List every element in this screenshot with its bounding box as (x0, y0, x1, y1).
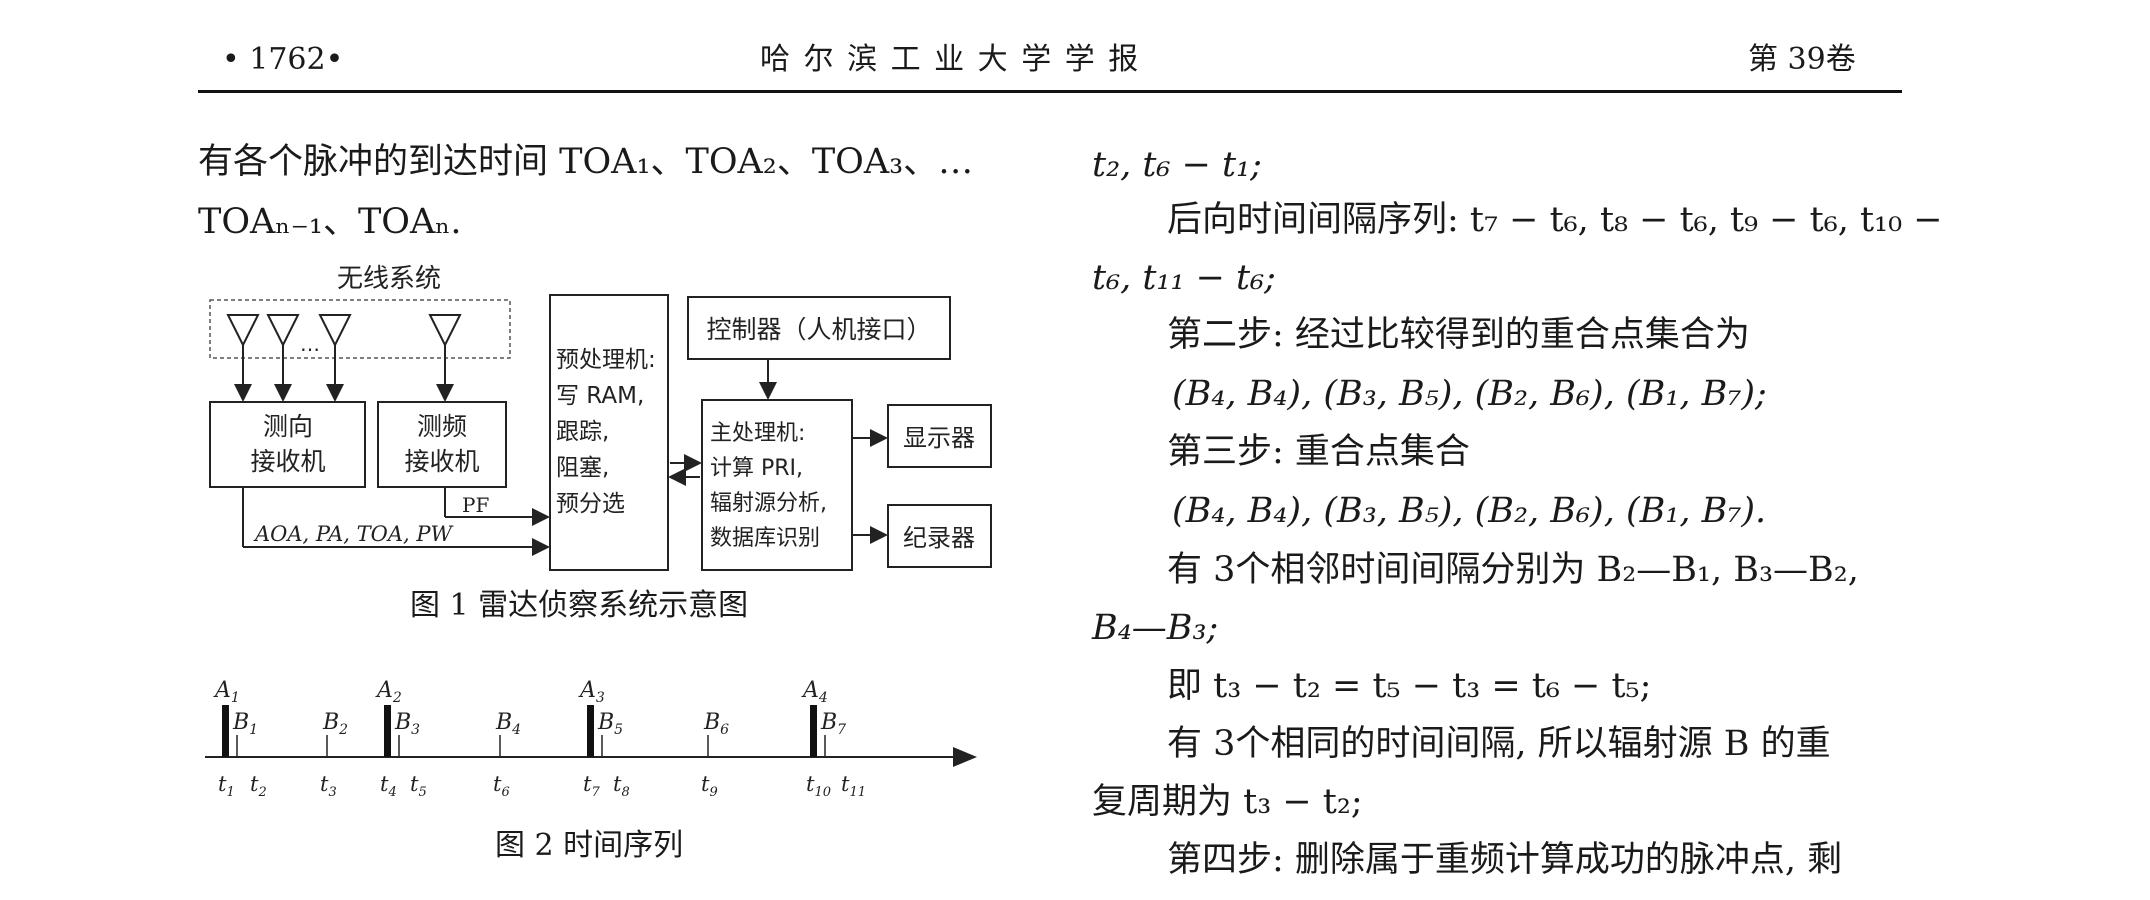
time-tick-label: t8 (613, 772, 630, 800)
main-processor-box (701, 399, 853, 571)
df-receiver-label-1: 测向 (263, 412, 313, 441)
pulse-a-mark (810, 705, 817, 757)
wireless-system-box (209, 299, 511, 359)
volume-label: 第 39卷 (1748, 42, 1856, 77)
controller-label: 控制器（人机接口） (706, 315, 931, 344)
pulse-a-mark (222, 705, 229, 757)
wireless-system-label: 无线系统 (337, 264, 441, 294)
left-text-line-2: TOAₙ₋₁、TOAₙ. (198, 202, 462, 242)
df-receiver-label-2: 接收机 (250, 447, 325, 476)
time-tick-label: t7 (583, 772, 600, 800)
right-text-line-2: 后向时间间隔序列: t₇ − t₆, t₈ − t₆, t₉ − t₆, t₁₀… (1167, 200, 1943, 240)
time-tick-label: t9 (701, 772, 718, 800)
time-tick-label: t4 (380, 772, 397, 800)
figure-1-diagram: 无线系统 … 测向 接收机 测频 接收机 PF AOA, PA, TOA, PW… (209, 264, 992, 571)
pulse-b-label: B5 (597, 710, 623, 738)
header-rule (198, 90, 1902, 93)
time-tick-label: t1 (218, 772, 235, 800)
journal-title: 哈 尔 滨 工 业 大 学 学 报 (760, 42, 1141, 77)
freq-receiver-label-2: 接收机 (404, 447, 479, 476)
time-tick-label: t3 (320, 772, 337, 800)
pulse-b-label: B7 (820, 710, 846, 738)
pulse-b-label: B6 (703, 710, 729, 738)
preprocessor-line-3: 跟踪, (556, 419, 609, 445)
pulse-b-label: B3 (394, 710, 420, 738)
time-tick-label: t2 (250, 772, 267, 800)
pulse-a-label: A4 (801, 678, 828, 706)
display-box (887, 404, 992, 468)
main-processor-line-4: 数据库识别 (710, 526, 820, 551)
preprocessor-line-1: 预处理机: (556, 347, 656, 373)
display-label: 显示器 (903, 424, 975, 452)
pulse-a-label: A3 (578, 678, 605, 706)
df-receiver-box (209, 401, 366, 488)
right-text-line-1: t₂, t₆ − t₁; (1092, 145, 1262, 185)
pulse-a-mark (384, 705, 391, 757)
main-processor-line-2: 计算 PRI, (710, 456, 803, 481)
pulse-b-label: B2 (322, 710, 348, 738)
antenna-icon (318, 314, 352, 348)
preprocessor-line-4: 阻塞, (556, 455, 609, 481)
main-processor-line-1: 主处理机: (710, 421, 805, 446)
right-text-line-5: (B₄, B₄), (B₃, B₅), (B₂, B₆), (B₁, B₇); (1172, 374, 1767, 414)
antenna-ellipsis: … (300, 332, 320, 356)
figure-2-caption: 图 2 时间序列 (495, 828, 684, 863)
right-text-line-6: 第三步: 重合点集合 (1167, 432, 1470, 472)
freq-receiver-box (377, 401, 507, 488)
recorder-label: 纪录器 (903, 524, 975, 552)
right-text-line-8: 有 3个相邻时间间隔分别为 B₂—B₁, B₃—B₂, (1167, 550, 1859, 590)
recorder-box (887, 504, 992, 568)
right-text-line-10: 即 t₃ − t₂ = t₅ − t₃ = t₆ − t₅; (1167, 666, 1652, 706)
time-tick-label: t10 (806, 772, 831, 800)
figure-1-caption: 图 1 雷达侦察系统示意图 (410, 588, 749, 623)
main-processor-line-3: 辐射源分析, (710, 491, 827, 516)
antenna-icon (226, 314, 260, 348)
pf-label: PF (462, 493, 489, 517)
time-tick-label: t5 (410, 772, 427, 800)
right-text-line-3: t₆, t₁₁ − t₆; (1092, 258, 1276, 298)
right-text-line-11: 有 3个相同的时间间隔, 所以辐射源 B 的重 (1167, 724, 1831, 764)
pulse-b-label: B1 (232, 710, 258, 738)
right-text-line-7: (B₄, B₄), (B₃, B₅), (B₂, B₆), (B₁, B₇). (1172, 491, 1767, 531)
left-text-line-1: 有各个脉冲的到达时间 TOA₁、TOA₂、TOA₃、… (198, 142, 974, 182)
preprocessor-box (549, 294, 669, 571)
pulse-b-label: B4 (495, 710, 521, 738)
right-text-line-9: B₄—B₃; (1092, 608, 1219, 648)
right-text-line-13: 第四步: 删除属于重频计算成功的脉冲点, 剩 (1167, 840, 1843, 880)
pulse-a-label: A2 (375, 678, 402, 706)
preprocessor-line-5: 预分选 (556, 491, 625, 517)
time-tick-label: t11 (841, 772, 866, 800)
freq-receiver-label-1: 测频 (417, 412, 467, 441)
page-number: • 1762• (222, 42, 344, 77)
time-tick-label: t6 (493, 772, 510, 800)
right-text-line-4: 第二步: 经过比较得到的重合点集合为 (1167, 315, 1750, 355)
params-label: AOA, PA, TOA, PW (253, 522, 454, 546)
antenna-icon (428, 314, 462, 348)
pulse-a-mark (587, 705, 594, 757)
controller-box (687, 296, 951, 360)
preprocessor-line-2: 写 RAM, (556, 383, 644, 409)
antenna-icon (266, 314, 300, 348)
pulse-a-label: A1 (213, 678, 240, 706)
right-text-line-12: 复周期为 t₃ − t₂; (1092, 782, 1363, 822)
